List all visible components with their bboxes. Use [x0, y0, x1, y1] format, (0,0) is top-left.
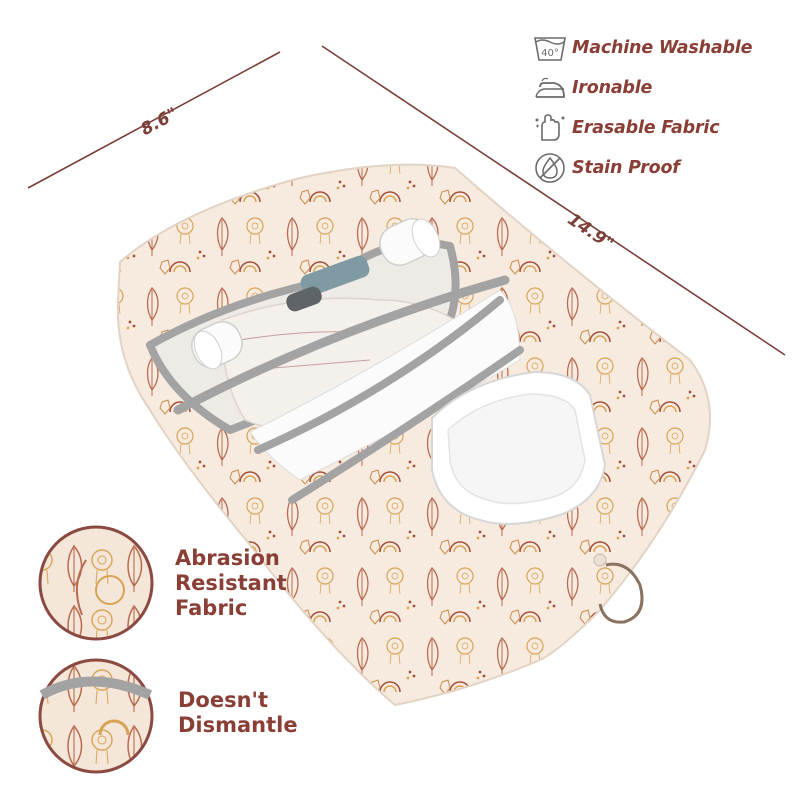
width-dimension-line: [27, 51, 281, 189]
hanging-loop: [598, 562, 644, 624]
length-dimension-line: [321, 45, 786, 356]
feature-label: Erasable Fabric: [572, 118, 720, 138]
lotion-bottle-bottom: [190, 321, 243, 370]
feature-label: Ironable: [572, 78, 653, 98]
feature-label: Stain Proof: [572, 158, 680, 178]
feature-label: Machine Washable: [572, 38, 753, 58]
callout-doesnt-dismantle: Doesn't Dismantle: [178, 688, 298, 738]
svg-text:40°: 40°: [541, 48, 559, 59]
feature-machine-washable: 40° Machine Washable: [528, 28, 798, 68]
feature-erasable-fabric: Erasable Fabric: [528, 108, 798, 148]
lotion-bottle-top: [379, 218, 441, 266]
machine-wash-40-icon: 40°: [528, 30, 572, 66]
callout-line: Fabric: [175, 596, 248, 620]
callout-line: Dismantle: [178, 713, 298, 737]
stain-proof-drop-icon: [528, 150, 572, 186]
callout-line: Abrasion: [175, 546, 280, 570]
abrasion-circle-image: [38, 525, 154, 641]
feature-ironable: Ironable: [528, 68, 798, 108]
feature-stain-proof: Stain Proof: [528, 148, 798, 188]
iron-icon: [528, 70, 572, 106]
middle-pocket-trim: [173, 275, 510, 415]
dismantle-circle-image: [38, 658, 154, 774]
hand-wipe-icon: [528, 110, 572, 146]
callout-line: Doesn't: [178, 688, 269, 712]
callout-abrasion-resistant: Abrasion Resistant Fabric: [175, 546, 287, 621]
callout-line: Resistant: [175, 571, 287, 595]
comb: [286, 255, 370, 312]
feature-list: 40° Machine Washable Ironable: [528, 28, 798, 188]
